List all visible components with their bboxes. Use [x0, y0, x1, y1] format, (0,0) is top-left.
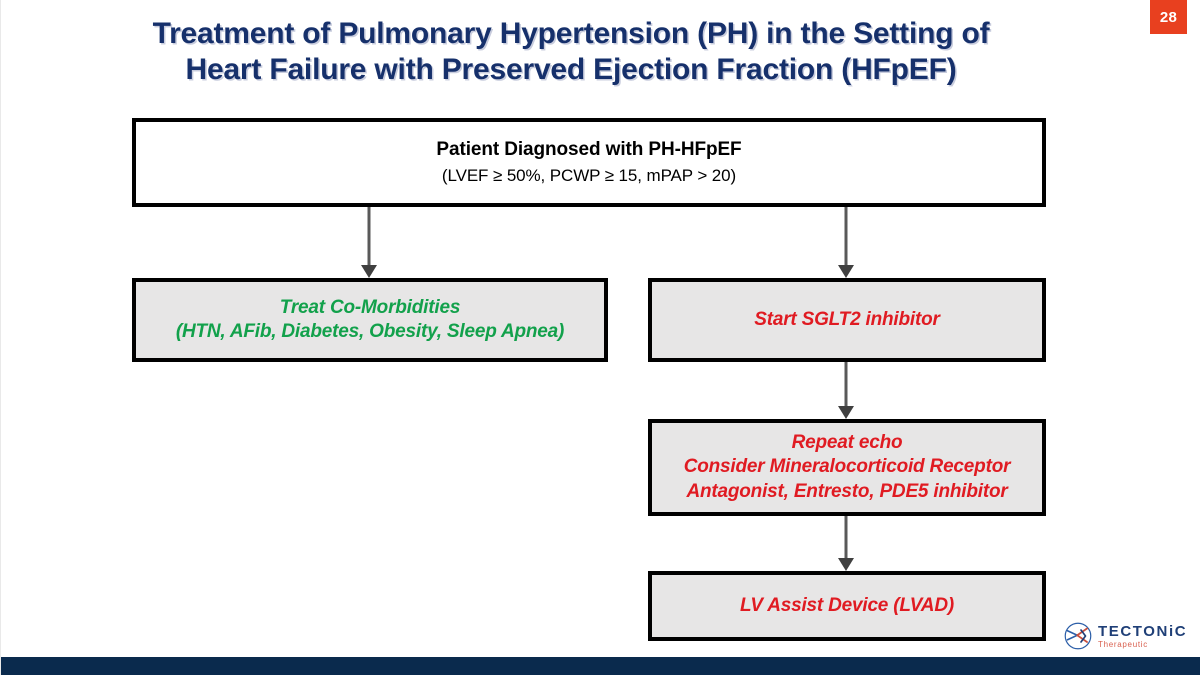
page-title-line-1: Treatment of Pulmonary Hypertension (PH)… — [152, 17, 990, 50]
sglt2-box: Start SGLT2 inhibitor — [648, 278, 1046, 362]
diagnosis-box: Patient Diagnosed with PH-HFpEF (LVEF ≥ … — [132, 118, 1046, 207]
comorbidities-line-1: Treat Co-Morbidities — [279, 296, 461, 318]
arrow-diagnosis-to-comorbidities — [354, 207, 384, 278]
page-title-line-2: Heart Failure with Preserved Ejection Fr… — [185, 53, 957, 86]
logo-tagline: Therapeutic — [1098, 639, 1148, 649]
tectonic-mark-icon — [1063, 621, 1093, 651]
arrow-sglt2-to-repeat-echo — [831, 362, 861, 419]
logo-wordmark: TECTONiC — [1098, 622, 1188, 640]
diagnosis-criteria: (LVEF ≥ 50%, PCWP ≥ 15, mPAP > 20) — [441, 165, 737, 185]
sglt2-line-1: Start SGLT2 inhibitor — [754, 308, 940, 330]
comorbidities-box: Treat Co-Morbidities (HTN, AFib, Diabete… — [132, 278, 608, 362]
lvad-line-1: LV Assist Device (LVAD) — [740, 594, 954, 616]
arrow-repeat-echo-to-lvad — [831, 516, 861, 571]
lvad-box: LV Assist Device (LVAD) — [648, 571, 1046, 641]
repeat-echo-line-2: Consider Mineralocorticoid Receptor — [683, 456, 1011, 478]
page-number-badge: 28 — [1150, 0, 1187, 34]
logo-text: TECTONiC Therapeutic — [1098, 624, 1187, 649]
page-title: Treatment of Pulmonary Hypertension (PH)… — [61, 16, 1081, 88]
repeat-echo-line-1: Repeat echo — [791, 432, 903, 454]
bottom-accent-bar — [1, 657, 1200, 675]
comorbidities-line-2: (HTN, AFib, Diabetes, Obesity, Sleep Apn… — [175, 321, 565, 342]
diagnosis-heading: Patient Diagnosed with PH-HFpEF — [436, 139, 742, 161]
repeat-echo-box: Repeat echo Consider Mineralocorticoid R… — [648, 419, 1046, 516]
arrow-diagnosis-to-sglt2 — [831, 207, 861, 278]
company-logo: TECTONiC Therapeutic — [1063, 618, 1189, 654]
repeat-echo-line-3: Antagonist, Entresto, PDE5 inhibitor — [686, 480, 1008, 502]
